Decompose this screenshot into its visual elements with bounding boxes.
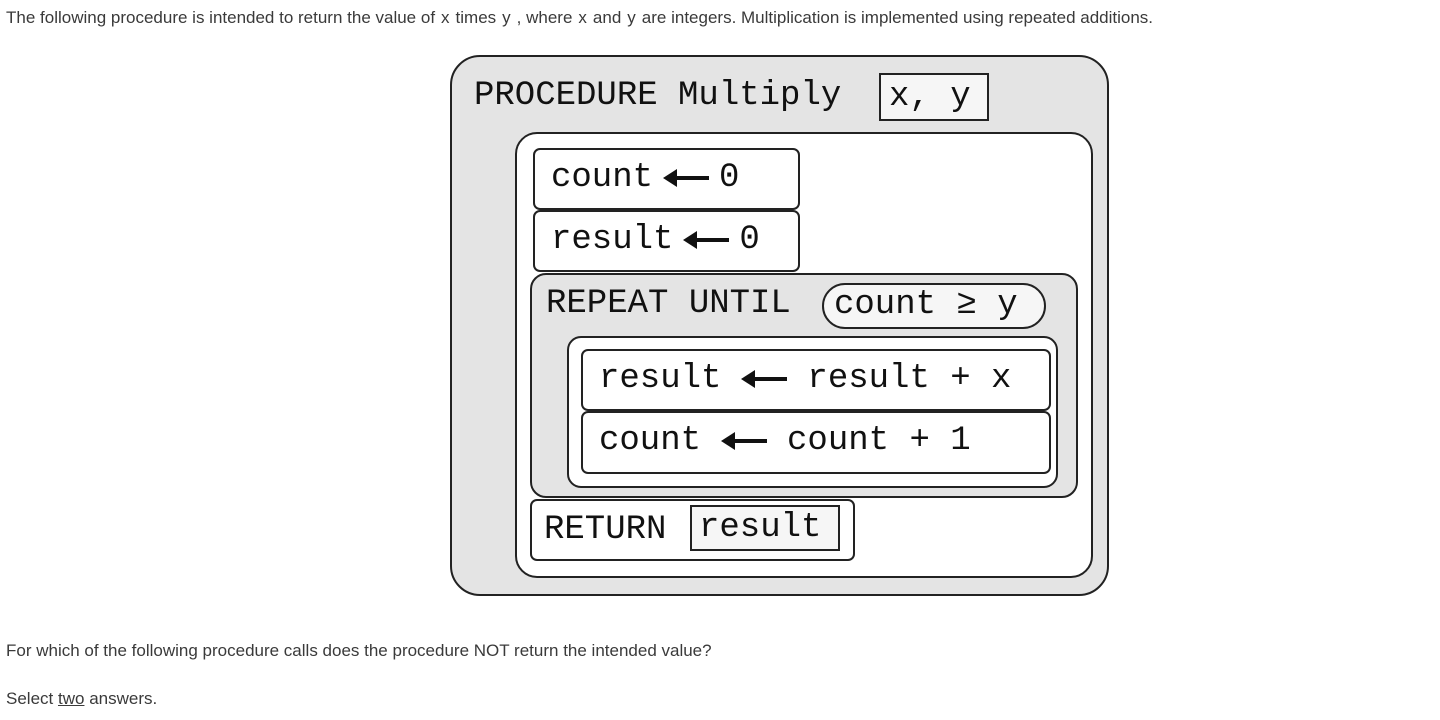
intro-text-1: The following procedure is intended to r… <box>6 8 436 27</box>
intro-text-3: , where <box>516 8 573 27</box>
intro-text-4: and <box>592 8 622 27</box>
loop-count-var: count <box>599 422 702 460</box>
var-y: y <box>502 8 511 27</box>
select-emphasis: two <box>57 689 85 708</box>
init-count-var: count <box>551 159 654 197</box>
question-intro: The following procedure is intended to r… <box>6 8 1153 28</box>
var-x-2: x <box>578 8 587 27</box>
select-suffix: answers. <box>89 689 158 708</box>
left-arrow-icon <box>741 370 788 388</box>
var-y-2: y <box>627 8 636 27</box>
loop-count-expr: count + 1 <box>787 422 971 460</box>
procedure-header: PROCEDURE Multiply <box>474 77 842 115</box>
loop-result-expr: result + x <box>807 360 1012 398</box>
init-count-statement: count 0 <box>533 148 800 210</box>
loop-result-statement: result result + x <box>581 349 1051 411</box>
left-arrow-icon <box>663 169 710 187</box>
repeat-label: REPEAT UNTIL <box>546 285 791 323</box>
intro-text-5: are integers. Multiplication is implemen… <box>641 8 1154 27</box>
init-result-var: result <box>551 221 674 259</box>
left-arrow-icon <box>683 231 730 249</box>
intro-text-2: times <box>455 8 497 27</box>
return-label: RETURN <box>544 511 667 549</box>
var-x: x <box>441 8 450 27</box>
loop-result-var: result <box>599 360 722 398</box>
return-value: result <box>690 505 840 551</box>
left-arrow-icon <box>721 432 768 450</box>
init-result-statement: result 0 <box>533 210 800 272</box>
init-result-value: 0 <box>739 221 760 259</box>
select-prefix: Select <box>6 689 54 708</box>
procedure-params: x, y <box>879 73 989 121</box>
init-count-value: 0 <box>719 159 740 197</box>
loop-count-statement: count count + 1 <box>581 411 1051 474</box>
repeat-condition: count ≥ y <box>822 283 1046 329</box>
question-prompt: For which of the following procedure cal… <box>6 641 712 660</box>
select-instruction: Select two answers. <box>6 689 157 709</box>
